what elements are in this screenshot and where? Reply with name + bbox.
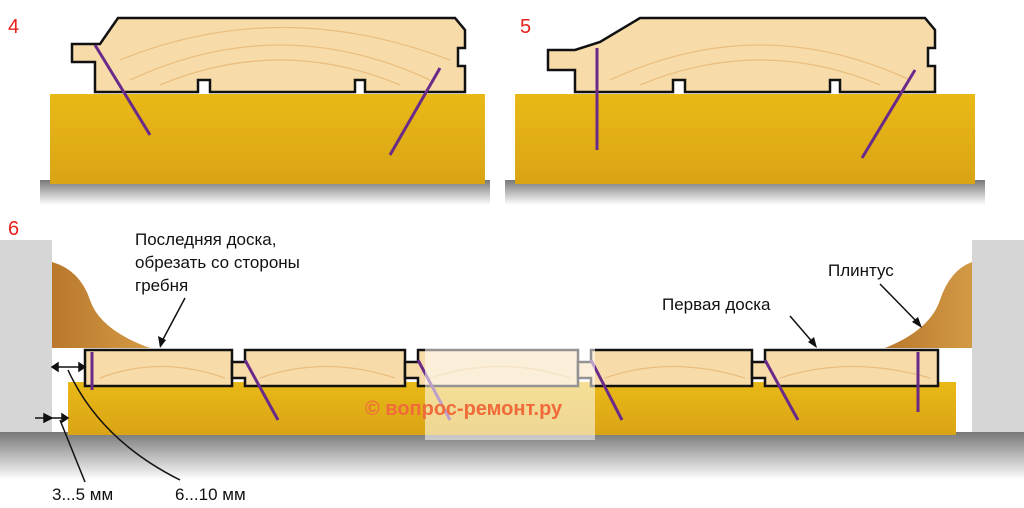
left-wall — [0, 240, 52, 435]
svg-text:Плинтус: Плинтус — [828, 261, 894, 280]
panel-5: 5 — [505, 16, 985, 205]
floorboard — [546, 16, 937, 94]
floorboard — [576, 348, 754, 388]
shadow — [505, 180, 985, 205]
floorboard — [70, 16, 467, 94]
svg-text:6...10 мм: 6...10 мм — [175, 485, 246, 504]
panel-4: 4 — [8, 16, 490, 205]
svg-text:Первая доска: Первая доска — [662, 295, 771, 314]
dimension-3-5mm: 3...5 мм — [35, 412, 113, 504]
nail — [93, 44, 152, 136]
panel-6: 6 © вопрос-ремонт.ру Последняя доска, об… — [0, 218, 1024, 504]
label-first-board: Первая доска — [662, 295, 817, 348]
wood-grain — [119, 26, 451, 86]
wood-grain — [609, 44, 911, 86]
label-baseboard: Плинтус — [828, 261, 922, 328]
svg-text:3...5 мм: 3...5 мм — [52, 485, 113, 504]
panel-number: 5 — [520, 16, 531, 38]
panel-number: 6 — [8, 218, 19, 240]
label-last-board: Последняя доска, обрезать со стороны гре… — [135, 230, 300, 348]
baseboard-left — [52, 262, 150, 348]
nail — [589, 359, 624, 421]
svg-text:обрезать со стороны: обрезать со стороны — [135, 253, 300, 272]
nail — [763, 359, 800, 421]
nail — [388, 67, 442, 156]
right-wall — [972, 240, 1024, 435]
nail — [860, 69, 917, 159]
floorboard — [83, 348, 234, 388]
shadow — [40, 180, 490, 205]
dimension-6-10mm: 6...10 мм — [50, 361, 246, 504]
highlight — [425, 340, 595, 440]
watermark: © вопрос-ремонт.ру — [365, 398, 563, 420]
joist — [515, 94, 975, 184]
baseboard-right — [885, 262, 972, 348]
joist — [50, 94, 485, 184]
svg-text:гребня: гребня — [135, 276, 188, 295]
floorboard — [750, 348, 940, 388]
svg-text:Последняя доска,: Последняя доска, — [135, 230, 276, 249]
nail — [243, 359, 280, 421]
panel-number: 4 — [8, 16, 19, 38]
